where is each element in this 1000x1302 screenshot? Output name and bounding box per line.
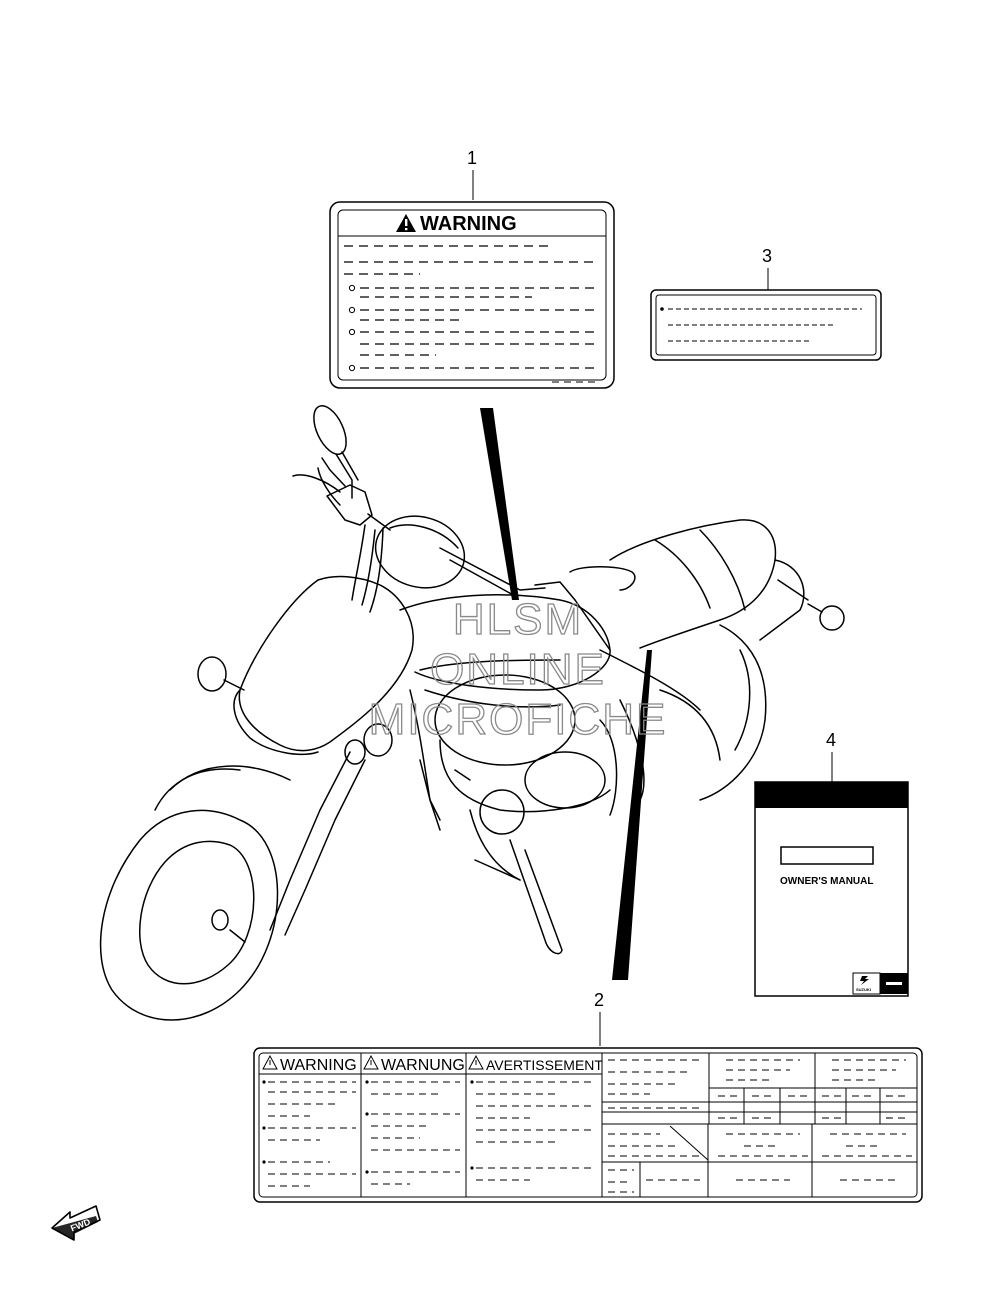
svg-text:ONLINE: ONLINE bbox=[430, 645, 606, 694]
callout-4[interactable]: 4 bbox=[826, 730, 836, 750]
fwd-arrow-icon: FWD bbox=[51, 1205, 101, 1241]
warning-label-2[interactable]: WARNING WARNUNG AVERTISSEMENT bbox=[253, 1047, 923, 1203]
warning-triangle-icon bbox=[396, 214, 416, 232]
warning-label-1-title: WARNING bbox=[420, 213, 517, 235]
warning-triangle-icon bbox=[363, 1054, 379, 1070]
pointer-wedge-2 bbox=[612, 650, 652, 980]
warning-triangle-icon bbox=[262, 1054, 278, 1070]
owners-manual[interactable]: OWNER'S MANUAL SUZUKI bbox=[754, 781, 909, 997]
svg-text:HLSM: HLSM bbox=[453, 595, 583, 644]
watermark: HLSM ONLINE MICROFICHE bbox=[368, 594, 668, 744]
callout-2[interactable]: 2 bbox=[594, 990, 604, 1010]
callout-1[interactable]: 1 bbox=[467, 148, 477, 168]
warning-heading-en: WARNING bbox=[280, 1057, 357, 1074]
warning-heading-fr: AVERTISSEMENT bbox=[486, 1057, 603, 1073]
warning-triangle-icon bbox=[468, 1054, 484, 1070]
svg-text:MICROFICHE: MICROFICHE bbox=[369, 695, 668, 744]
tire-info-table bbox=[602, 1053, 917, 1197]
motorcycle-drawing bbox=[99, 405, 845, 1021]
warning-label-1[interactable]: WARNING bbox=[329, 201, 615, 389]
pointer-wedge-1 bbox=[480, 408, 519, 600]
callout-3[interactable]: 3 bbox=[762, 246, 772, 266]
info-label-3[interactable] bbox=[650, 289, 882, 361]
owners-manual-title: OWNER'S MANUAL bbox=[780, 876, 873, 887]
suzuki-logo-icon: SUZUKI bbox=[852, 972, 908, 995]
suzuki-logo-text: SUZUKI bbox=[856, 987, 871, 992]
warning-heading-de: WARNUNG bbox=[381, 1057, 465, 1074]
